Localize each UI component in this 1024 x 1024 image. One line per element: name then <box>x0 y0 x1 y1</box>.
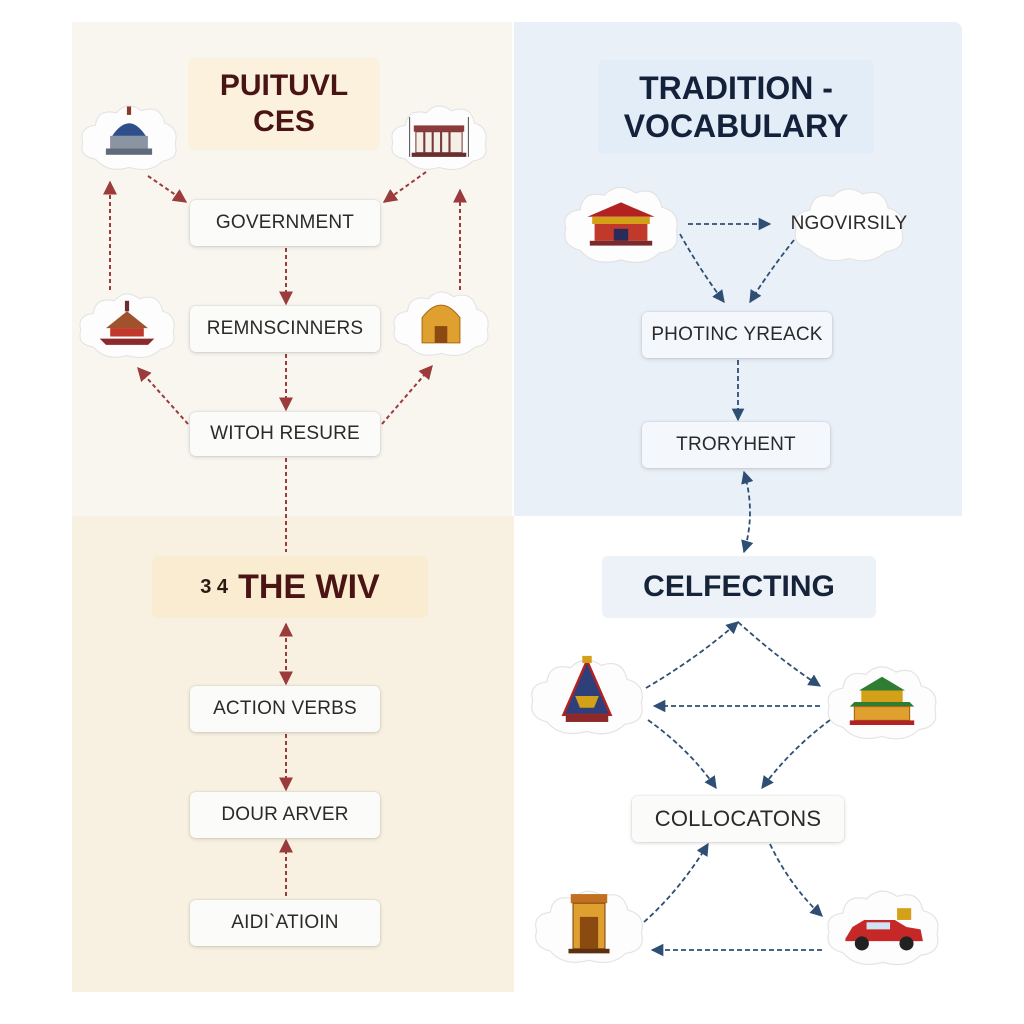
node-aidi-atioin[interactable]: AIDI`ATIOIN <box>190 900 380 946</box>
arrow-gate-collocatons <box>643 842 709 923</box>
title-text: CELFECTING <box>643 570 835 603</box>
node-action-verbs[interactable]: ACTION VERBS <box>190 686 380 732</box>
arrow-golden-collocatons <box>761 719 831 790</box>
title-celfecting: CELFECTING <box>602 556 876 618</box>
title-the-wiv: 3 4 THE WIV <box>152 556 428 618</box>
title-political: PUITUVL CES <box>188 58 380 150</box>
node-collocatons[interactable]: COLLOCATONS <box>632 796 844 842</box>
arrow-pagoda-collocatons <box>647 719 717 790</box>
title-text: THE WIV <box>238 567 380 606</box>
node-witoh-resure[interactable]: WITOH RESURE <box>190 412 380 456</box>
arrow-temple-photinc <box>679 233 725 304</box>
node-dour-arver[interactable]: DOUR ARVER <box>190 792 380 838</box>
ornate-pagoda-icon <box>528 648 646 744</box>
node-troryhent[interactable]: TRORYHENT <box>642 422 830 468</box>
arrow-collocatons-car <box>769 843 823 917</box>
arrow-pagoda-celfecting <box>645 621 739 689</box>
node-photinc-yreack[interactable]: PHOTINC YREACK <box>642 312 832 358</box>
arrow-troryhent-celfecting <box>741 470 754 554</box>
title-line-2: VOCABULARY <box>623 108 849 144</box>
pagoda-temple-icon <box>74 284 180 368</box>
title-line-1: PUITUVL <box>219 69 349 102</box>
arrow-witoh-shrine <box>381 364 433 425</box>
temple-palace-icon <box>552 176 690 272</box>
title-line-2: CES <box>253 105 315 138</box>
government-building-icon <box>386 96 492 180</box>
arrow-witoh-pagoda <box>137 366 189 425</box>
title-line-1: TRADITION - <box>639 69 833 106</box>
node-ngovirsily[interactable]: NGOVIRSILY <box>790 213 908 234</box>
node-government[interactable]: GOVERNMENT <box>190 200 380 246</box>
arrow-building-government <box>382 171 427 203</box>
golden-shrine-icon <box>388 282 494 366</box>
capitol-dome-icon <box>76 96 182 180</box>
golden-temple-icon <box>820 656 944 748</box>
red-car-icon <box>822 880 944 974</box>
tower-gate-icon <box>532 880 646 972</box>
title-number: 3 4 <box>200 576 229 598</box>
title-tradition-vocabulary: TRADITION - VOCABULARY <box>598 60 874 154</box>
arrow-capitol-government <box>147 175 188 203</box>
ngovirsily-cloud <box>782 178 916 270</box>
arrow-celfecting-golden <box>737 621 822 687</box>
node-remnscinners[interactable]: REMNSCINNERS <box>190 306 380 352</box>
